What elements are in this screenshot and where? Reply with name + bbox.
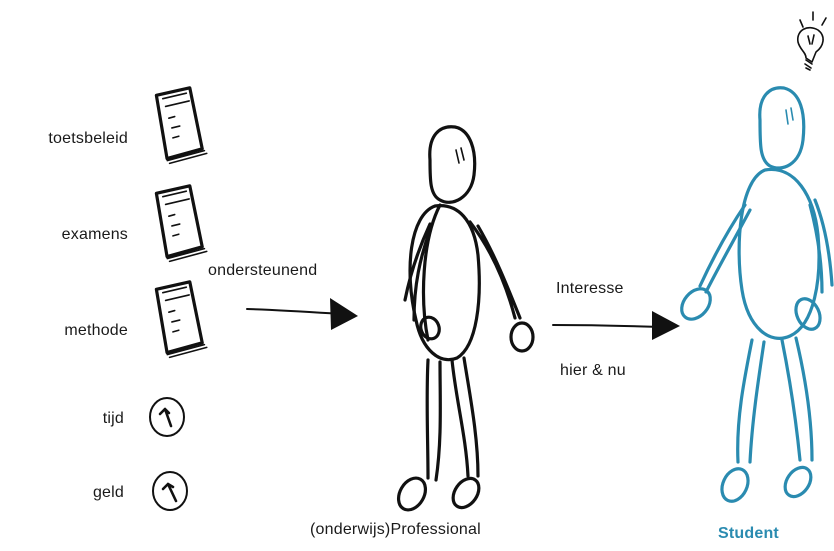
document-icon (154, 280, 208, 359)
arrow-ondersteunend (246, 298, 358, 330)
resource-label-tijd: tijd (102, 410, 124, 427)
arrow-label-interesse: Interesse (556, 280, 624, 297)
student-figure (680, 86, 834, 503)
resource-label-toetsbeleid: toetsbeleid (48, 130, 128, 147)
clock-icon (152, 471, 188, 511)
clock-icon (149, 397, 185, 437)
professional-label: (onderwijs)Professional (310, 521, 481, 538)
resource-label-methode: methode (64, 322, 128, 339)
resource-label-geld: geld (92, 484, 124, 501)
professional-figure (396, 125, 535, 512)
resource-label-examens: examens (61, 226, 128, 243)
arrow-label-ondersteunend: ondersteunend (208, 262, 318, 279)
student-label: Student (718, 525, 779, 542)
document-icon (154, 86, 208, 165)
lightbulb-icon (797, 11, 827, 71)
document-icon (154, 184, 208, 263)
arrow-label-hier-en-nu: hier & nu (560, 362, 626, 379)
arrow-interesse (552, 311, 680, 340)
